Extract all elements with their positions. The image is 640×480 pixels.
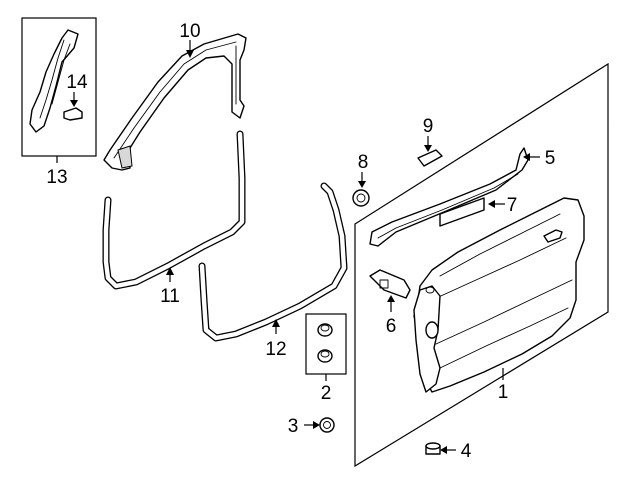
part-4-plug xyxy=(425,442,456,455)
callout-3: 3 xyxy=(288,416,299,437)
part-9-stopper xyxy=(417,149,443,167)
door-handle xyxy=(543,229,563,243)
callout-4: 4 xyxy=(461,441,472,462)
callout-7: 7 xyxy=(507,195,518,216)
part-1-door-shell xyxy=(354,62,609,468)
callout-1: 1 xyxy=(498,382,509,403)
callout-10: 10 xyxy=(179,21,200,42)
callout-12: 12 xyxy=(265,339,286,360)
part-5-belt-molding xyxy=(369,147,529,247)
inset-frame xyxy=(21,17,97,157)
callout-9: 9 xyxy=(423,116,434,137)
callout-6: 6 xyxy=(386,316,397,337)
callout-5: 5 xyxy=(545,148,556,169)
callout-2: 2 xyxy=(321,383,332,404)
callout-14: 14 xyxy=(66,72,88,93)
part-8-grommet xyxy=(352,172,370,207)
part-6-check-bracket xyxy=(369,269,411,299)
part-3-plug xyxy=(304,417,335,433)
callout-11: 11 xyxy=(160,286,180,307)
part-13-inset xyxy=(21,17,97,163)
clip-14 xyxy=(63,107,83,121)
callout-13: 13 xyxy=(46,167,67,188)
part-7-pad xyxy=(439,197,485,227)
part-11-opening-seal xyxy=(102,130,246,290)
callout-8: 8 xyxy=(358,152,369,173)
part-10-frame-seal xyxy=(103,33,247,171)
door-hinge-side xyxy=(413,285,441,393)
part-2-plug-set xyxy=(305,313,347,381)
part-12-door-seal xyxy=(198,182,348,342)
